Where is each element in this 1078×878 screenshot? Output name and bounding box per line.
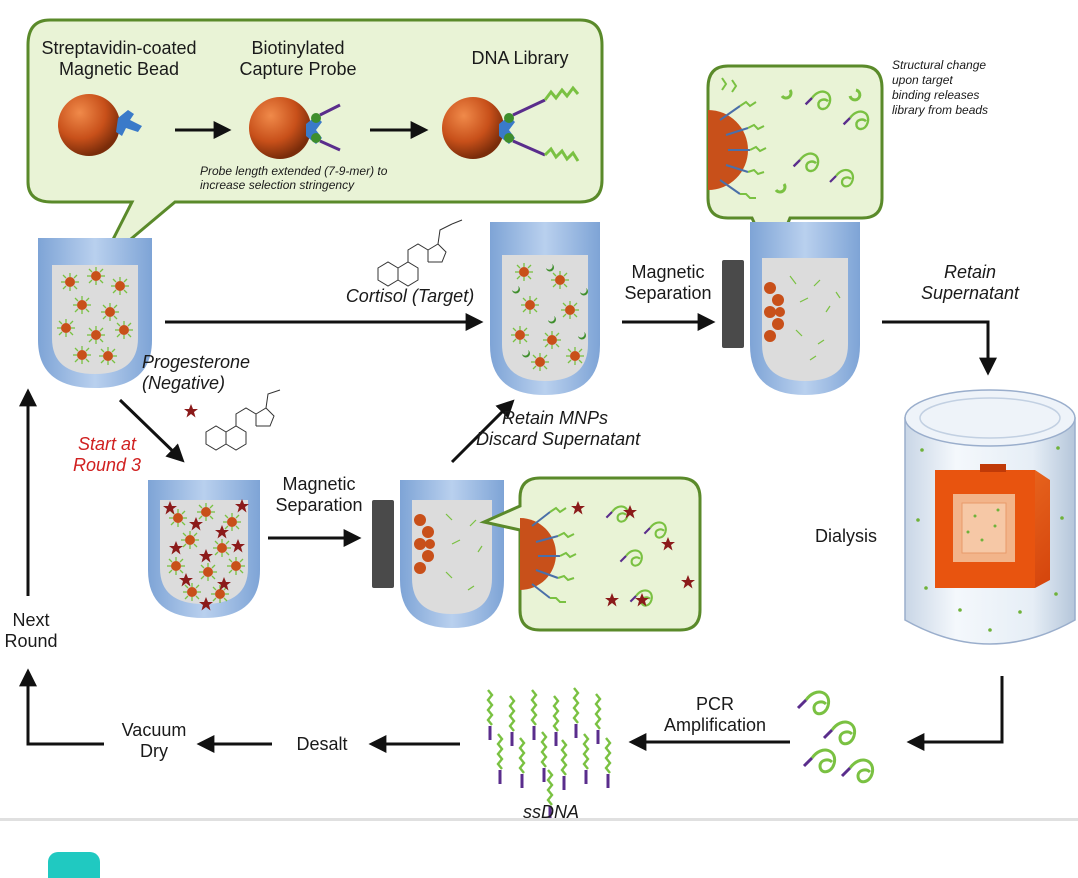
arrow-to-negative-tube	[118, 398, 185, 463]
separation-tube-bottom	[400, 480, 504, 628]
magsep-top-line1: Magnetic	[631, 262, 705, 282]
negative-callout-bubble	[479, 476, 702, 632]
probe-note-line1: Probe length extended (7-9-mer) to	[200, 164, 388, 178]
page-divider	[0, 818, 1078, 821]
desalt-label: Desalt	[296, 734, 348, 754]
dna-library-bead-icon	[442, 85, 580, 162]
pcr-line2: Amplification	[663, 715, 767, 736]
probe-note-line2: increase selection stringency	[200, 178, 355, 193]
retain-mnps-label: Retain MNPs Discard Supernatant	[476, 408, 676, 450]
start-round-label: Start at Round 3	[62, 434, 152, 476]
magnetic-separation-bottom-label: Magnetic Separation	[264, 474, 374, 516]
cortisol-target-label: Cortisol (Target)	[345, 286, 475, 306]
structural-note-line4: library from beads	[892, 103, 989, 117]
retain-mnps-line1: Retain MNPs	[502, 408, 609, 428]
ssdna-label: ssDNA	[522, 802, 579, 822]
magnet-bottom-icon	[372, 500, 394, 588]
dialysis-cassette-icon	[935, 464, 1050, 588]
start-tube	[38, 238, 152, 388]
probe-label-line1: Biotinylated	[251, 38, 345, 58]
capture-probe-bead-icon	[249, 97, 341, 159]
enriched-aptamers-icon	[796, 690, 875, 784]
magsep-top-line2: Separation	[624, 283, 712, 304]
structural-change-note: Structural change upon target binding re…	[892, 58, 1022, 118]
probe-label-line2: Capture Probe	[239, 59, 357, 80]
arrow-to-dialysis	[882, 320, 997, 376]
arrow-retain-mnps	[450, 399, 515, 464]
retain-supernatant-line2: Supernatant	[920, 283, 1020, 304]
bead-label-line1: Streptavidin-coated	[41, 38, 197, 58]
magnet-top-icon	[722, 260, 744, 348]
cortisol-target-icon	[456, 266, 466, 275]
magsep-bottom-line2: Separation	[275, 495, 363, 516]
pcr-line1: PCR	[695, 694, 734, 714]
progesterone-line2: (Negative)	[142, 373, 226, 394]
start-round-line2: Round 3	[72, 455, 142, 476]
arrow-to-pcr	[906, 676, 1004, 751]
arrow-to-next-round	[19, 668, 104, 746]
streptavidin-bead-icon	[58, 94, 142, 156]
magsep-bottom-line1: Magnetic	[282, 474, 356, 494]
vacuum-dry-line1: Vacuum	[121, 720, 187, 740]
magnetic-separation-top-label: Magnetic Separation	[618, 262, 718, 304]
retain-supernatant-line1: Retain	[943, 262, 997, 282]
bead-label-line2: Magnetic Bead	[58, 59, 180, 80]
probe-note: Probe length extended (7-9-mer) to incre…	[200, 164, 430, 192]
flow-arrows	[19, 313, 1004, 753]
ssdna-strands-icon	[486, 686, 612, 822]
progesterone-star-icon	[184, 404, 198, 418]
progesterone-molecule-icon	[205, 389, 281, 451]
dialysis-label: Dialysis	[814, 526, 877, 546]
pcr-amplification-label: PCR Amplification	[640, 694, 790, 736]
structural-note-line2: upon target	[892, 73, 953, 87]
negative-tube	[148, 480, 260, 618]
start-round-line1: Start at	[77, 434, 137, 454]
dialysis-vessel	[904, 389, 1076, 645]
structural-note-line3: binding releases	[892, 88, 980, 102]
library-label: DNA Library	[471, 48, 569, 68]
bead-label: Streptavidin-coated Magnetic Bead	[36, 38, 202, 80]
retain-supernatant-label: Retain Supernatant	[910, 262, 1030, 304]
cortisol-molecule-icon	[377, 219, 463, 287]
progesterone-line1: Progesterone	[142, 352, 251, 372]
app-badge-icon	[48, 852, 100, 878]
retain-mnps-line2: Discard Supernatant	[476, 429, 641, 450]
next-round-line1: Next	[12, 610, 50, 630]
probe-label: Biotinylated Capture Probe	[228, 38, 368, 80]
next-round-line2: Round	[4, 631, 58, 652]
structural-note-line1: Structural change	[892, 58, 987, 72]
separation-tube-top	[750, 222, 860, 395]
next-round-label: Next Round	[0, 610, 62, 652]
target-tube	[490, 222, 600, 395]
vacuum-dry-line2: Dry	[140, 741, 168, 762]
vacuum-dry-label: Vacuum Dry	[106, 720, 202, 762]
progesterone-label: Progesterone (Negative)	[142, 352, 262, 394]
